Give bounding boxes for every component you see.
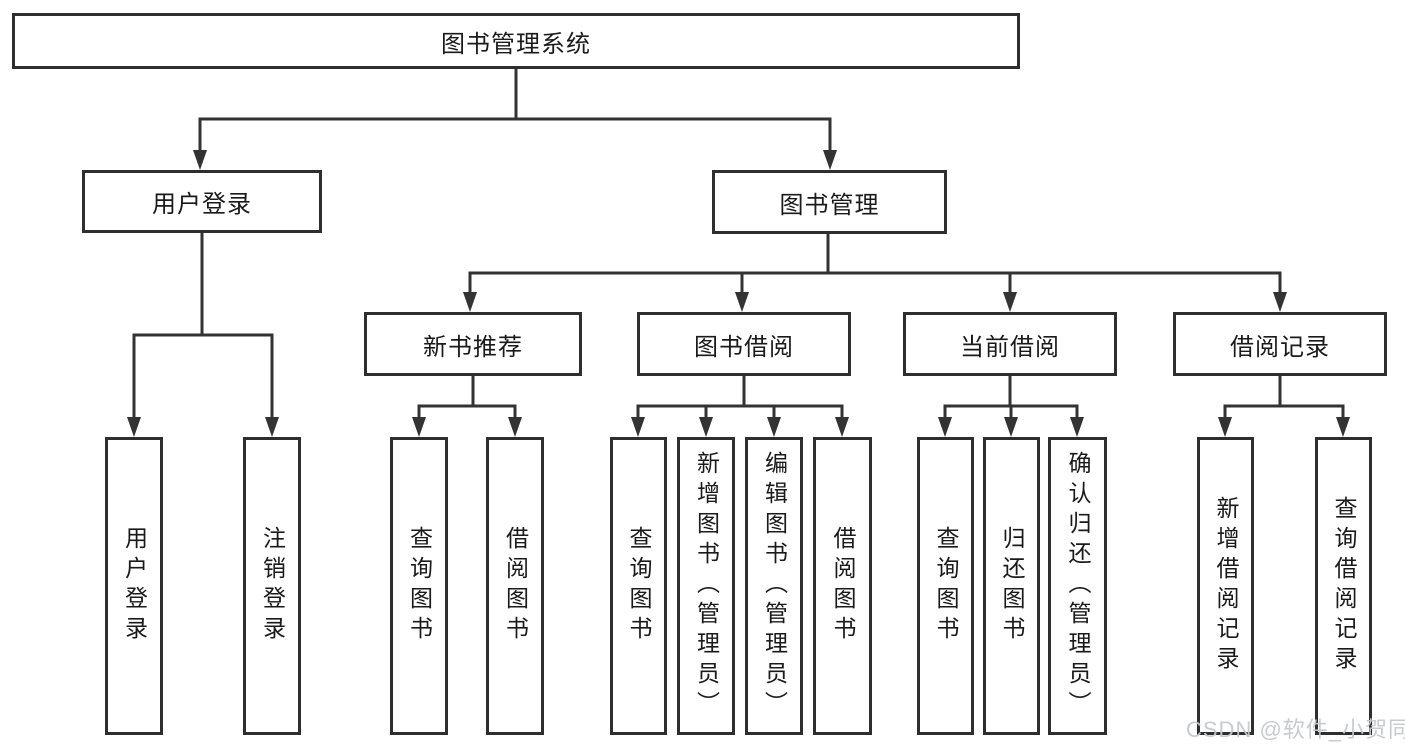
node-root-system: 图书管理系统 — [12, 13, 1020, 69]
node-leaf-query-books-current: 查询图书 — [917, 437, 974, 735]
node-leaf-query-books-borrowing: 查询图书 — [610, 437, 667, 735]
node-leaf-user-login-label: 用户登录 — [121, 526, 148, 646]
node-leaf-return-book-label: 归还图书 — [999, 526, 1025, 646]
node-leaf-query-books-recommend-label: 查询图书 — [406, 526, 433, 646]
node-leaf-return-book: 归还图书 — [983, 437, 1040, 735]
node-leaf-confirm-return-admin: 确认归还（管理员） — [1048, 437, 1107, 735]
node-root-system-label: 图书管理系统 — [441, 30, 591, 58]
node-leaf-add-borrow-record: 新增借阅记录 — [1197, 437, 1254, 735]
node-book-management: 图书管理 — [712, 170, 947, 234]
node-borrow-records-label: 借阅记录 — [1230, 333, 1330, 361]
node-current-borrowing: 当前借阅 — [903, 312, 1117, 376]
node-leaf-add-book-admin: 新增图书（管理员） — [677, 437, 735, 735]
node-user-login-label: 用户登录 — [152, 191, 252, 218]
node-book-management-label: 图书管理 — [779, 191, 880, 219]
node-leaf-edit-book-admin: 编辑图书（管理员） — [745, 437, 803, 735]
node-current-borrowing-label: 当前借阅 — [960, 333, 1060, 361]
node-leaf-borrow-books-borrowing: 借阅图书 — [813, 437, 872, 735]
node-leaf-add-book-admin-label: 新增图书（管理员） — [693, 451, 720, 721]
node-leaf-user-login: 用户登录 — [105, 437, 163, 735]
node-leaf-borrow-books-borrowing-label: 借阅图书 — [830, 526, 856, 646]
node-leaf-logout: 注销登录 — [243, 437, 301, 735]
node-new-book-recommend: 新书推荐 — [364, 312, 582, 376]
node-leaf-query-books-current-label: 查询图书 — [933, 526, 959, 646]
node-book-borrowing: 图书借阅 — [637, 312, 851, 376]
watermark-text: CSDN @软件_小贺同学 — [1186, 717, 1405, 742]
node-new-book-recommend-label: 新书推荐 — [423, 333, 523, 361]
node-user-login: 用户登录 — [82, 170, 322, 233]
node-book-borrowing-label: 图书借阅 — [694, 333, 794, 361]
node-leaf-query-borrow-record-label: 查询借阅记录 — [1331, 496, 1357, 676]
node-leaf-add-borrow-record-label: 新增借阅记录 — [1213, 496, 1239, 676]
node-leaf-query-books-recommend: 查询图书 — [390, 437, 448, 735]
node-leaf-query-books-borrowing-label: 查询图书 — [626, 526, 652, 646]
node-leaf-logout-label: 注销登录 — [259, 526, 286, 646]
node-borrow-records: 借阅记录 — [1173, 312, 1387, 376]
node-leaf-edit-book-admin-label: 编辑图书（管理员） — [761, 451, 788, 721]
node-leaf-query-borrow-record: 查询借阅记录 — [1315, 437, 1372, 735]
node-leaf-borrow-books-recommend: 借阅图书 — [486, 437, 544, 735]
node-leaf-confirm-return-admin-label: 确认归还（管理员） — [1065, 451, 1091, 721]
node-leaf-borrow-books-recommend-label: 借阅图书 — [502, 526, 529, 646]
